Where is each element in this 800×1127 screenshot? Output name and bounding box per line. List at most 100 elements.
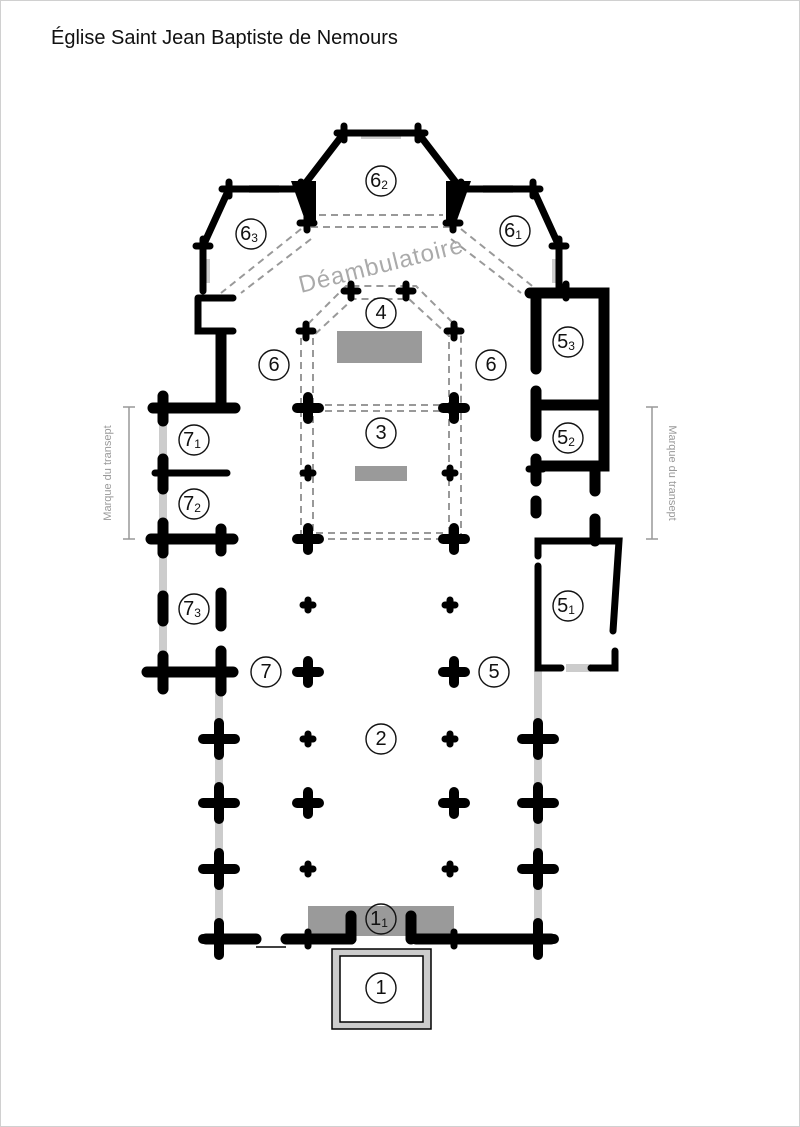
marker-number: 6: [485, 354, 496, 376]
small-pillar: [299, 596, 317, 614]
wall-buttress: [517, 718, 559, 760]
area-marker-label: 7: [260, 661, 271, 683]
small-pillar: [299, 860, 317, 878]
marker-number: 4: [375, 302, 386, 324]
area-marker-label: 6: [268, 354, 279, 376]
area-marker-m52: 52: [552, 422, 584, 454]
marker-number: 1: [370, 908, 381, 930]
nave-pillar: [292, 523, 324, 555]
area-marker-m53: 53: [552, 326, 584, 358]
marker-subscript: 2: [194, 501, 201, 515]
area-marker-label: 51: [557, 595, 575, 617]
area-marker-m63: 63: [235, 218, 267, 250]
marker-subscript: 2: [568, 435, 575, 449]
transept-mark-right-label: Marque du transept: [666, 425, 678, 520]
marker-subscript: 3: [251, 231, 258, 245]
wall-buttress: [198, 848, 240, 890]
area-marker-m2: 2: [365, 723, 397, 755]
marker-subscript: 1: [515, 228, 522, 242]
area-marker-m6r: 6: [475, 349, 507, 381]
marker-number: 7: [183, 493, 194, 515]
marker-number: 5: [488, 661, 499, 683]
small-pillar: [299, 464, 317, 482]
wall-buttress: [198, 718, 240, 760]
small-pillar: [441, 730, 459, 748]
area-marker-label: 4: [375, 302, 386, 324]
marker-number: 1: [375, 977, 386, 999]
area-marker-m4: 4: [365, 297, 397, 329]
apse-pillar: [333, 122, 355, 144]
nave-pillar: [292, 787, 324, 819]
marker-number: 5: [557, 595, 568, 617]
nave-pillar: [438, 523, 470, 555]
wall-buttress: [517, 782, 559, 824]
marker-number: 6: [240, 223, 251, 245]
area-marker-m61: 61: [499, 215, 531, 247]
apse-pillar: [525, 458, 547, 480]
nave-pillar: [438, 392, 470, 424]
wall-buttress: [517, 848, 559, 890]
nave-pillar: [438, 656, 470, 688]
choir-step: [355, 466, 407, 481]
area-marker-m73: 73: [178, 593, 210, 625]
apse-pillar: [442, 212, 464, 234]
area-marker-m62: 62: [365, 165, 397, 197]
area-marker-label: 63: [240, 223, 258, 245]
area-marker-label: 2: [375, 728, 386, 750]
area-marker-label: 62: [370, 170, 388, 192]
area-marker-m1: 1: [365, 972, 397, 1004]
marker-number: 2: [375, 728, 386, 750]
marker-subscript: 1: [381, 916, 388, 930]
marker-number: 6: [504, 220, 515, 242]
organ-tribune: [308, 906, 454, 936]
small-pillar: [441, 860, 459, 878]
small-pillar: [299, 730, 317, 748]
marker-number: 5: [557, 331, 568, 353]
apse-pillar: [290, 178, 312, 200]
marker-subscript: 2: [381, 178, 388, 192]
area-marker-label: 11: [370, 908, 388, 930]
ambulatory-outline: [220, 214, 542, 540]
apse-pillar: [192, 235, 214, 257]
marker-number: 3: [375, 422, 386, 444]
apse-pillar: [295, 320, 317, 342]
ambulatory-label: Déambulatoire: [296, 232, 467, 299]
apse-pillar: [443, 928, 465, 950]
nave-pillar: [292, 392, 324, 424]
area-marker-label: 61: [504, 220, 522, 242]
area-marker-label: 5: [488, 661, 499, 683]
area-marker-m71: 71: [178, 424, 210, 456]
marker-subscript: 1: [568, 603, 575, 617]
area-marker-m7: 7: [250, 656, 282, 688]
small-pillar: [441, 596, 459, 614]
apse-pillar: [407, 122, 429, 144]
apse-pillar: [296, 212, 318, 234]
marker-number: 6: [370, 170, 381, 192]
area-marker-label: 6: [485, 354, 496, 376]
marker-subscript: 3: [194, 606, 201, 620]
marker-number: 5: [557, 427, 568, 449]
wall-buttress: [198, 918, 240, 960]
apse-pillar: [218, 178, 240, 200]
area-marker-label: 71: [183, 429, 201, 451]
nave-pillar: [438, 787, 470, 819]
pillars: [192, 122, 577, 960]
transept-mark-right: Marque du transept: [646, 406, 678, 540]
right-chapels-walls: [524, 287, 623, 939]
area-marker-m3: 3: [365, 417, 397, 449]
marker-number: 7: [260, 661, 271, 683]
apse-pillar: [443, 320, 465, 342]
marker-subscript: 1: [194, 437, 201, 451]
marker-number: 7: [183, 429, 194, 451]
apse-pillar: [555, 280, 577, 302]
apse-pillar: [395, 280, 417, 302]
area-marker-label: 73: [183, 598, 201, 620]
apse-pillar: [340, 280, 362, 302]
area-marker-m51: 51: [552, 590, 584, 622]
wall-buttress: [198, 782, 240, 824]
small-pillar: [441, 464, 459, 482]
left-transept-walls: [141, 294, 241, 939]
